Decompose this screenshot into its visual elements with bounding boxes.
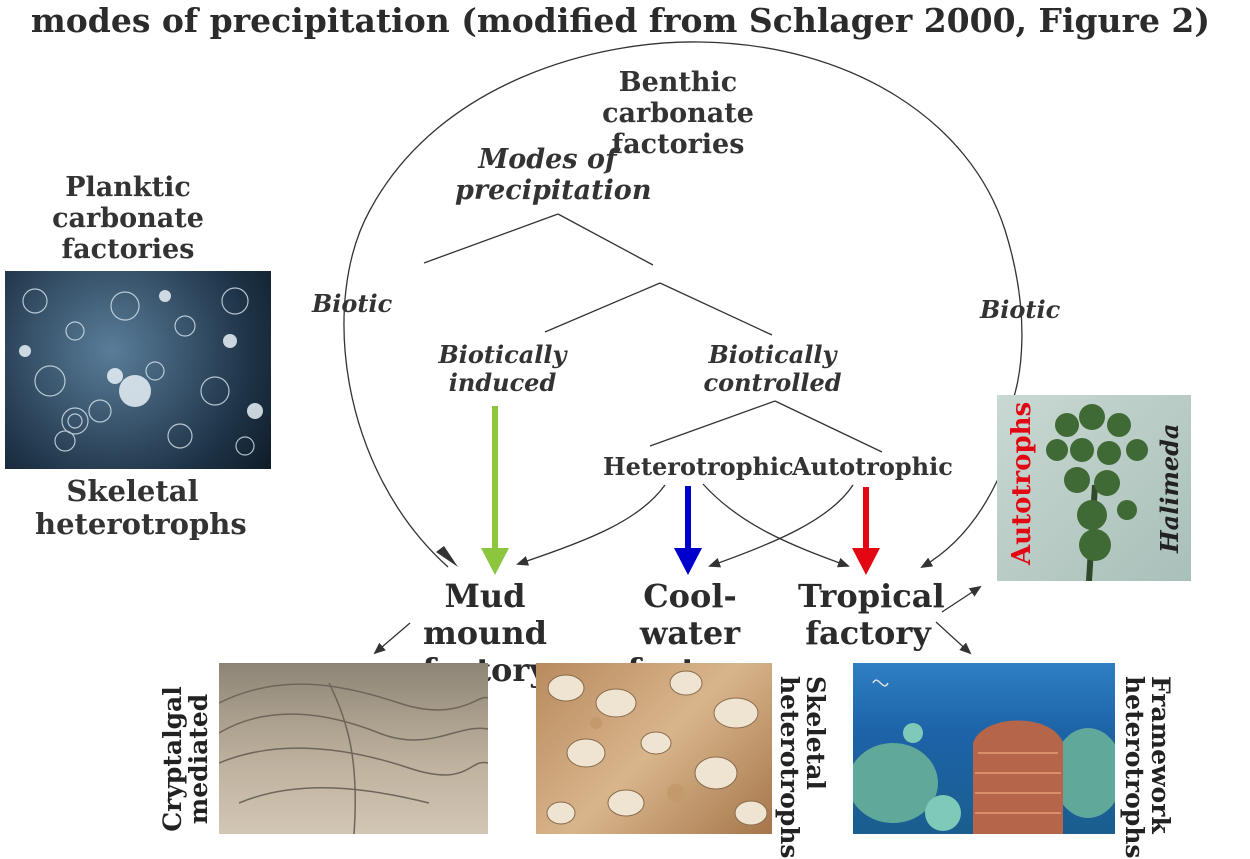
biotic-left-arrowhead [436,546,458,567]
plankton-photo [5,271,271,469]
tree-line [423,213,559,264]
framework-heterotrophs-label: Framework heterotrophs [1119,676,1175,859]
tropical-to-reef-arrow [935,621,972,655]
coral-reef-icon [853,679,1115,834]
heterotrophic-label: Heterotrophic [603,452,794,481]
foraminifera-icon [19,287,263,456]
heterotrophic-to-tropical [702,483,850,568]
tropical-to-halimeda-arrow [941,585,982,613]
halimeda-label: Halimeda [1155,423,1184,553]
planktic-label: Planktic carbonate factories [52,172,204,266]
autotrophs-label: Autotrophs [1007,401,1037,565]
tree-line [544,282,661,333]
stromatolite-rock-icon [219,682,488,834]
tree-line [659,282,773,336]
cryptalgal-label: Cryptalgal mediated [158,686,214,832]
shells-photo [536,663,772,834]
tree-line [774,400,883,453]
shell-beach-icon [546,670,768,826]
biotic-right-label: Biotic [980,295,1061,324]
page-title: modes of precipitation (modified from Sc… [30,1,1210,40]
biotic-left-label: Biotic [312,289,393,318]
tropical-factory: Tropical factory [798,577,945,652]
mud-to-photo-arrow [373,622,411,655]
reef-photo [853,663,1115,834]
halimeda-alga-icon [1046,404,1148,581]
skeletal-heterotrophs-bottom: Skeletal heterotrophs [774,676,830,859]
induced-label: Biotically induced [438,340,567,397]
controlled-label: Biotically controlled [703,340,842,397]
benthic-arc [343,41,1023,568]
biotic-right-arrow [920,469,1003,569]
halimeda-photo [997,395,1191,581]
tree-line [557,213,654,266]
benthic-label: Benthic carbonate factories [602,67,754,161]
tree-line [649,400,776,447]
autotrophic-to-cool [708,484,854,568]
mud-mound-photo [219,663,488,834]
modes-label: Modes of precipitation [455,144,652,207]
heterotrophic-to-mud [516,484,666,566]
autotrophic-label: Autotrophic [792,452,953,481]
diagram-connectors [343,41,1023,655]
skeletal-heterotrophs-left: Skeletal heterotrophs [35,474,247,542]
